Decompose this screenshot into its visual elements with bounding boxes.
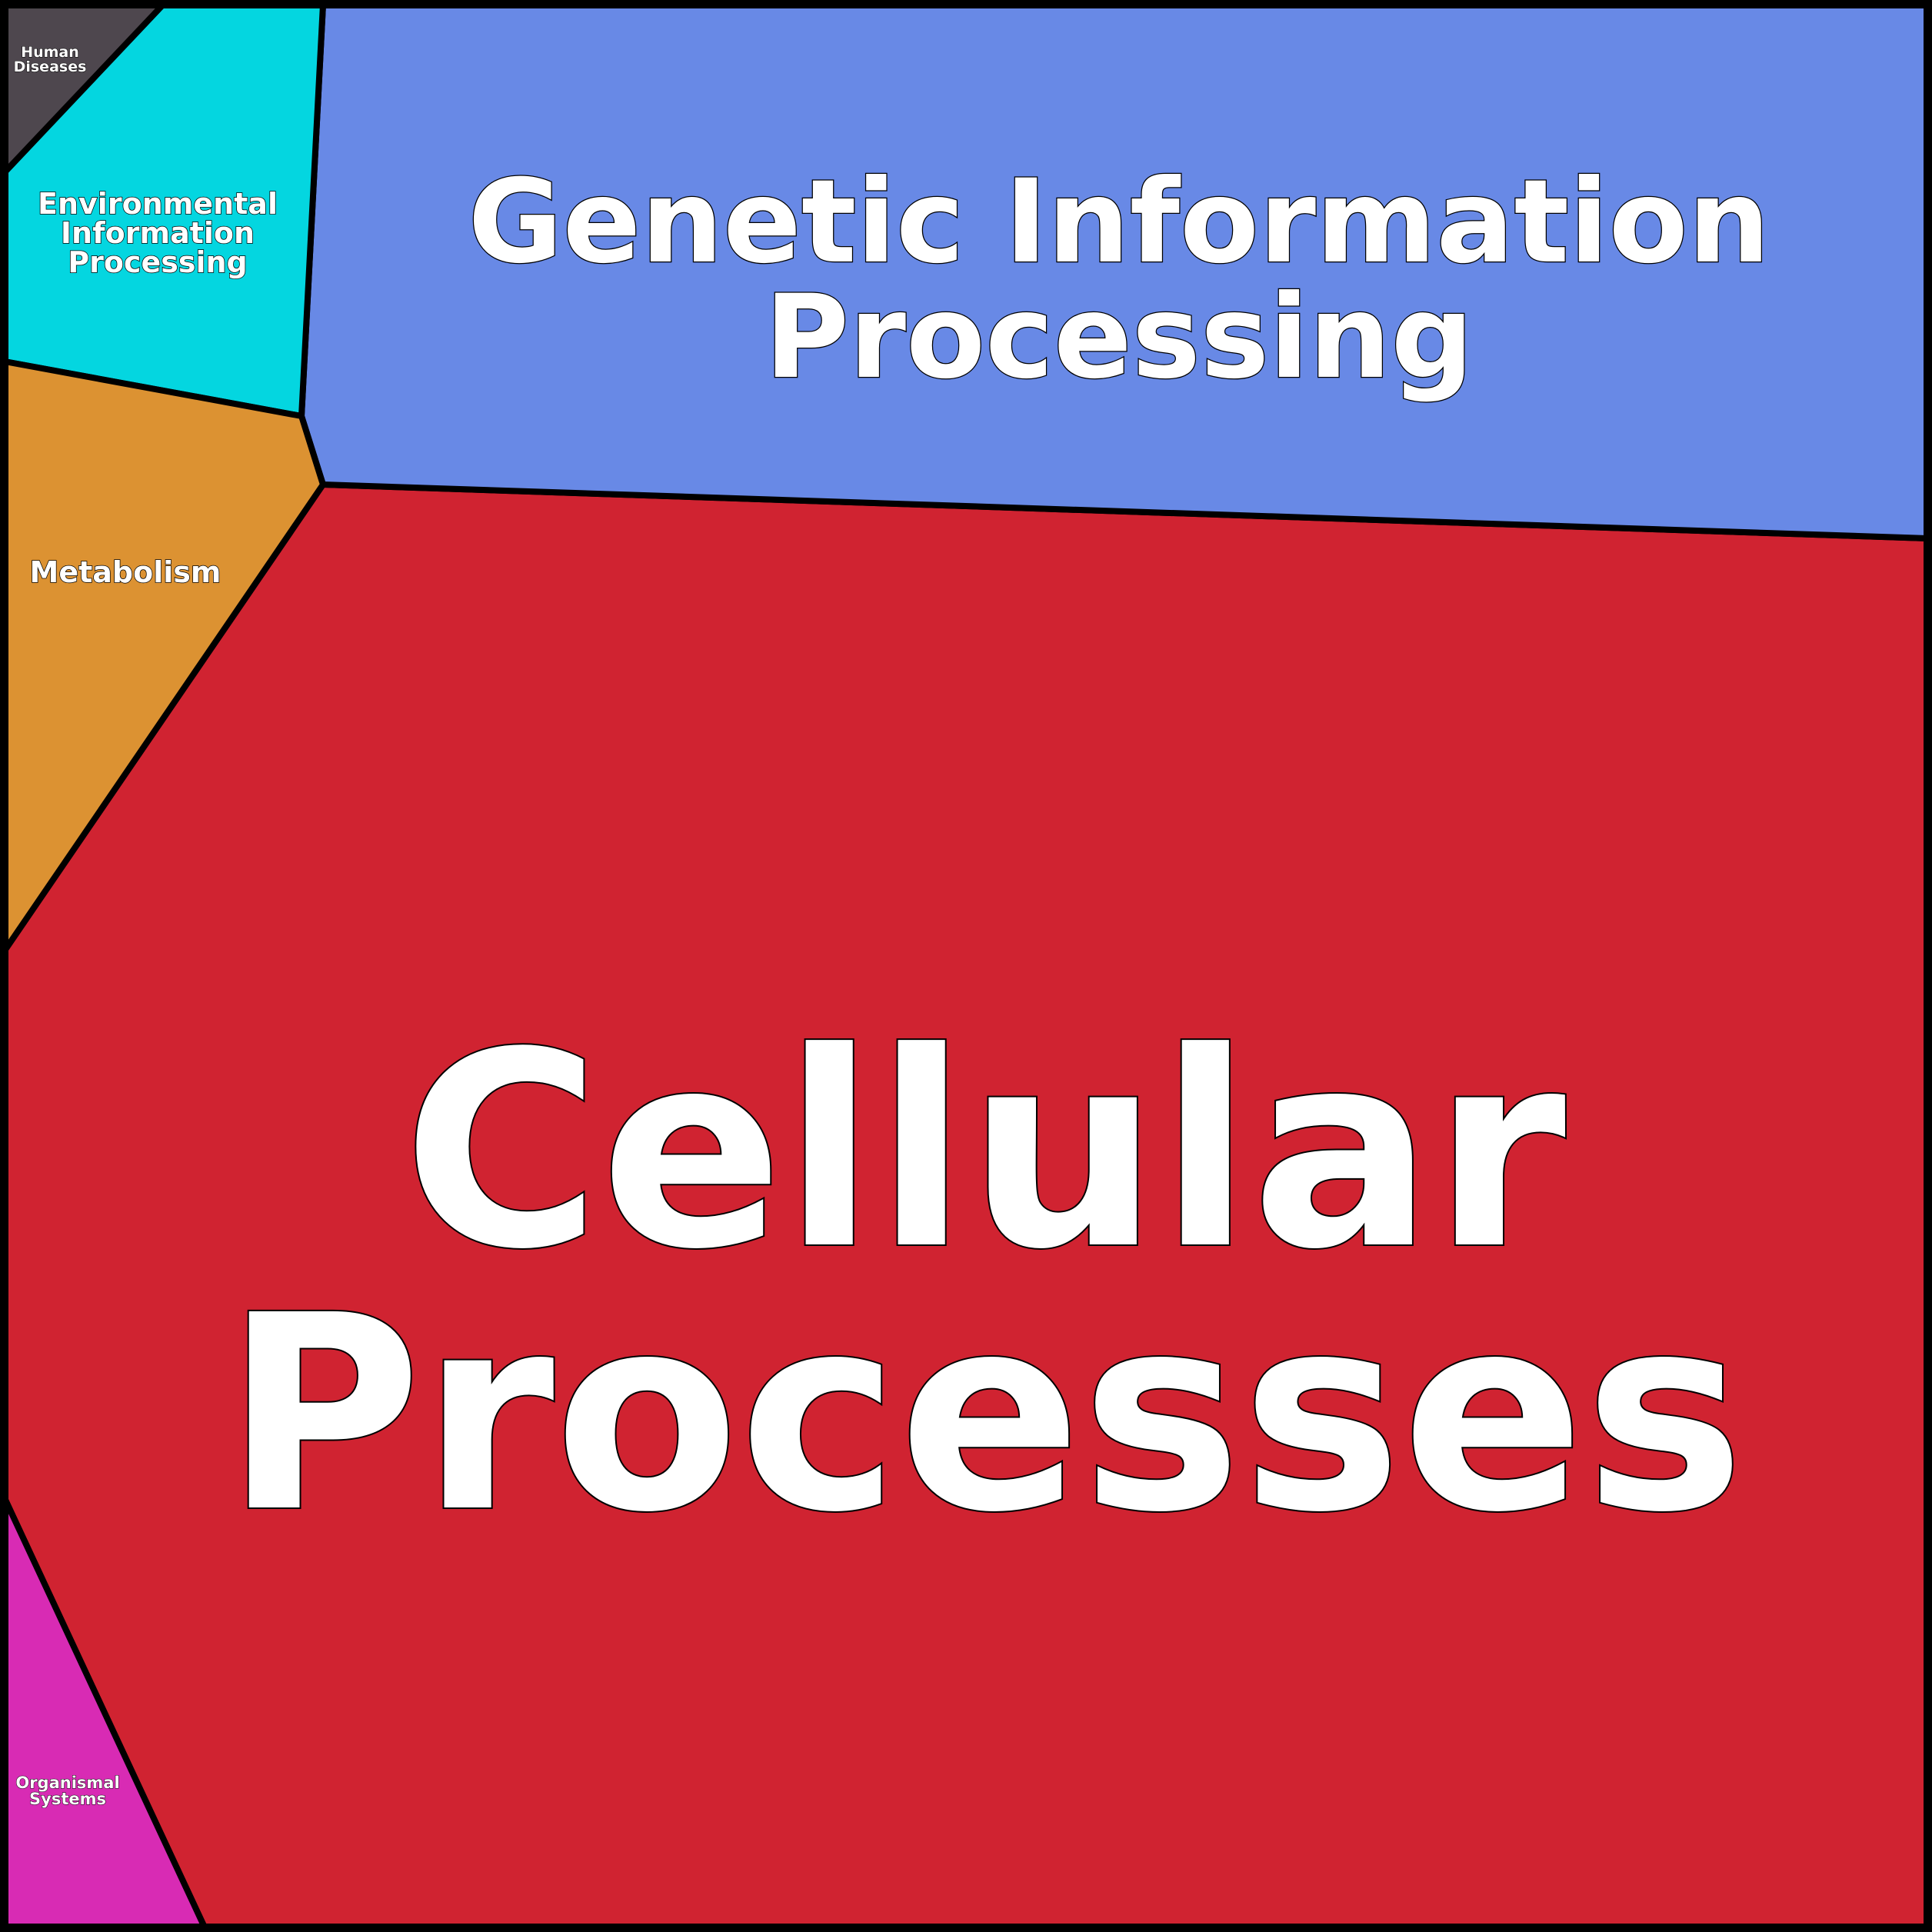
cell-label-line: Information — [61, 216, 255, 250]
cell-label-line: Diseases — [14, 58, 87, 75]
cell-label-line: Processing — [68, 245, 248, 279]
cell-label-line: Processing — [764, 271, 1474, 405]
cell-label-metabolism: Metabolism — [30, 555, 222, 589]
cell-label-line: Systems — [29, 1790, 106, 1808]
cell-label-line: Metabolism — [30, 555, 222, 589]
cell-label-line: Processes — [225, 1257, 1745, 1571]
cell-label-line: Cellular — [403, 994, 1568, 1308]
cell-label-line: Genetic Information — [468, 155, 1770, 289]
cell-label-line: Organismal — [15, 1774, 119, 1792]
cell-label-line: Human — [21, 44, 79, 61]
cell-label-line: Environmental — [38, 187, 278, 221]
